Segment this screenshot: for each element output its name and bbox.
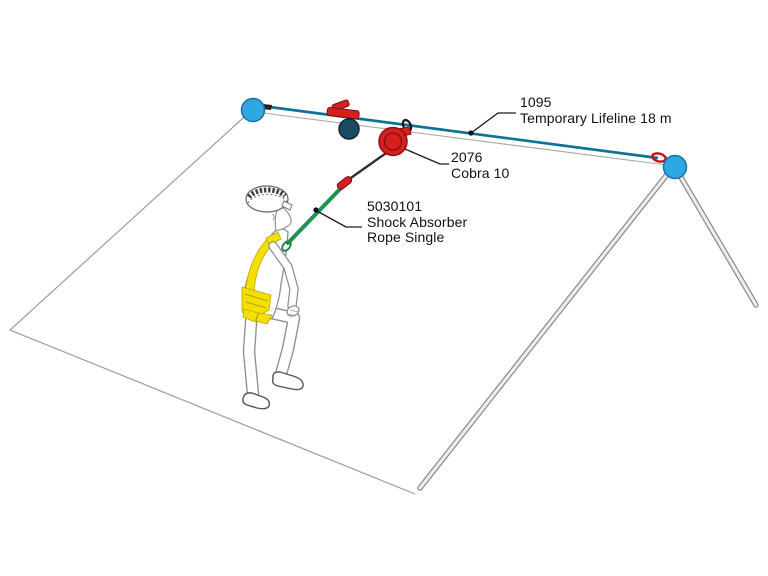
- worker-legs: [242, 301, 301, 401]
- leader-lifeline: [470, 112, 516, 134]
- anchor-points: [240, 97, 688, 180]
- rope-green-section: [286, 186, 343, 245]
- leader-dot-absorber: [313, 207, 319, 213]
- worker-arm: [268, 241, 300, 317]
- cobra-device: [378, 118, 413, 157]
- cobra-part-number: 2076: [451, 149, 483, 165]
- anchor-ball-left: [240, 97, 266, 123]
- roof-surface: [10, 107, 672, 493]
- worker-head: [245, 185, 293, 232]
- lifeline-part-number: 1095: [520, 94, 552, 110]
- roof-plane: [8, 107, 672, 495]
- leader-absorber: [316, 210, 362, 228]
- leader-dot-lifeline: [468, 130, 474, 136]
- absorber-part-name-line2: Rope Single: [367, 229, 445, 245]
- worker-face: [274, 205, 292, 232]
- lifeline-assembly: [261, 99, 672, 164]
- label-cobra-device: 2076 Cobra 10: [451, 149, 510, 181]
- helmet-rib-pattern: [247, 187, 287, 199]
- shock-absorber-rope: [281, 150, 390, 252]
- worker-shoes: [242, 371, 304, 410]
- label-leaders: [313, 112, 516, 228]
- helmet-brim: [281, 200, 293, 211]
- harness-leg-loop-right: [255, 312, 273, 325]
- absorber-part-name-line1: Shock Absorber: [367, 213, 468, 230]
- anchor-ball-right: [662, 154, 688, 180]
- lifeline-part-name: Temporary Lifeline 18 m: [520, 109, 672, 126]
- roof-ridge-line: [262, 112, 668, 166]
- safety-harness: [241, 231, 282, 325]
- label-shock-absorber: 5030101 Shock Absorber Rope Single: [367, 198, 468, 246]
- label-temporary-lifeline: 1095 Temporary Lifeline 18 m: [520, 94, 672, 126]
- roof-edge-lines: [8, 108, 416, 495]
- rope-upper-section: [347, 150, 390, 181]
- cobra-body: [378, 126, 408, 157]
- harness-shoulder-strap: [265, 231, 282, 246]
- harness-leg-loop-left: [242, 308, 259, 323]
- rear-support-tube: [677, 172, 758, 307]
- cobra-part-name: Cobra 10: [451, 164, 510, 181]
- leader-cobra: [404, 148, 449, 165]
- front-support-tube: [418, 170, 671, 490]
- absorber-part-number: 5030101: [367, 198, 423, 214]
- ratchet-tensioner: [326, 99, 360, 120]
- worker-figure: [241, 185, 304, 410]
- support-stand: [417, 169, 759, 491]
- rope-carabiner: [336, 176, 353, 190]
- rope-bag: [338, 118, 360, 140]
